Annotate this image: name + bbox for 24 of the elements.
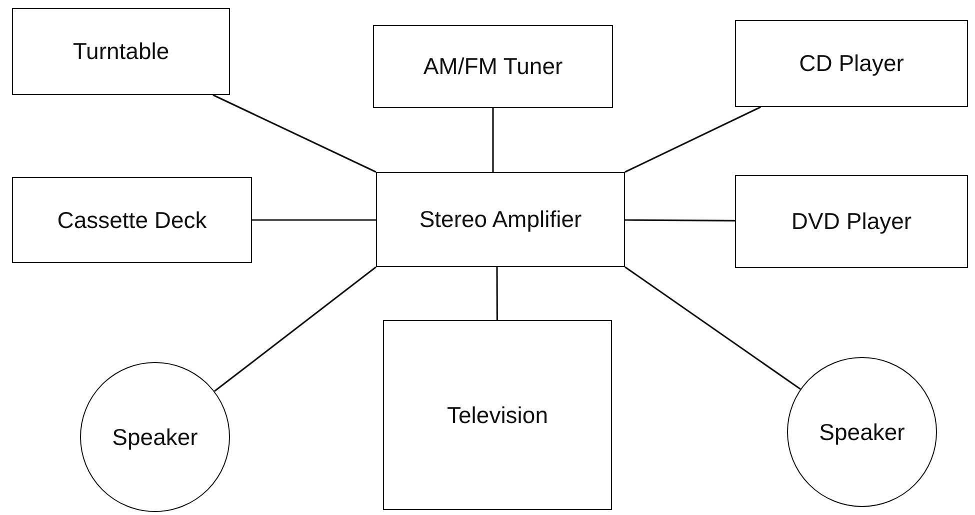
connector-line — [624, 266, 801, 390]
connector-line — [212, 94, 376, 173]
component-box — [12, 8, 230, 95]
component-box — [735, 20, 968, 107]
component-box — [383, 320, 612, 510]
connector-line — [625, 219, 735, 222]
connector-line — [492, 108, 494, 172]
node-label: DVD Player — [791, 208, 912, 235]
component-box — [376, 172, 625, 267]
connector-line — [214, 266, 376, 392]
component-box — [373, 25, 613, 108]
node-label: Speaker — [112, 424, 198, 450]
connector-line — [496, 267, 498, 320]
component-box — [12, 177, 252, 263]
node-label: Speaker — [819, 418, 905, 446]
connector-line — [252, 219, 376, 221]
node-label: Stereo Amplifier — [419, 206, 582, 233]
node-label: Cassette Deck — [57, 206, 207, 234]
node-label: CD Player — [799, 50, 904, 77]
node-label: Turntable — [72, 38, 170, 65]
node-label: AM/FM Tuner — [423, 53, 563, 80]
node-label: Television — [447, 402, 548, 428]
connector-line — [624, 106, 762, 173]
component-box — [735, 175, 968, 268]
